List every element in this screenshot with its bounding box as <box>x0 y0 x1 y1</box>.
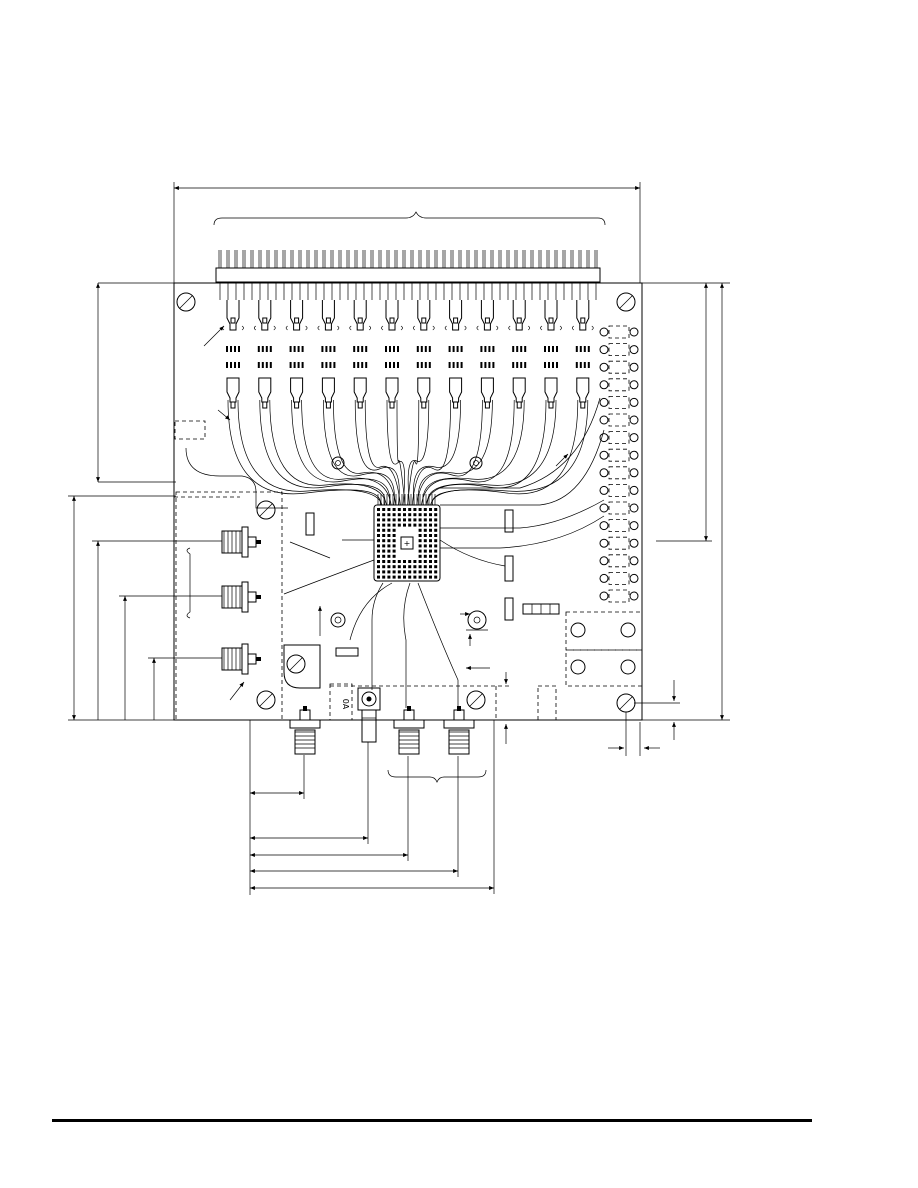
mounting-hole-top-left <box>176 292 196 312</box>
mounting-hole-adjust <box>283 644 321 689</box>
bga-chip: + <box>373 504 441 582</box>
right-lower-connectors <box>565 611 643 687</box>
footer-rule <box>52 1119 812 1122</box>
bottom-sma-connectors <box>289 706 475 755</box>
chip-fan-in-traces <box>377 494 436 505</box>
left-dashed-module <box>174 420 288 721</box>
mounting-hole-mid-left <box>256 500 276 520</box>
left-sma-connectors <box>221 526 261 675</box>
mounting-hole-lower-left <box>256 690 276 710</box>
right-component-column <box>439 325 639 603</box>
signal-channels <box>222 300 594 506</box>
mounting-hole-top-right <box>616 292 636 312</box>
dimension-lines <box>68 182 730 895</box>
via-circles <box>330 456 483 628</box>
mounting-hole-lower-mid <box>466 690 486 710</box>
mounting-hole-lower-right <box>616 693 636 713</box>
bottom-connector-label: 0A <box>341 699 350 710</box>
chip-center-marker: + <box>404 539 411 548</box>
bottom-dashed-strip: 0A <box>329 683 557 721</box>
header-pin-strip <box>215 250 601 300</box>
bottom-traces <box>283 539 459 708</box>
bottom-square-connector <box>357 687 381 743</box>
potentiometer <box>466 610 488 631</box>
small-3pin-parts <box>305 509 560 657</box>
